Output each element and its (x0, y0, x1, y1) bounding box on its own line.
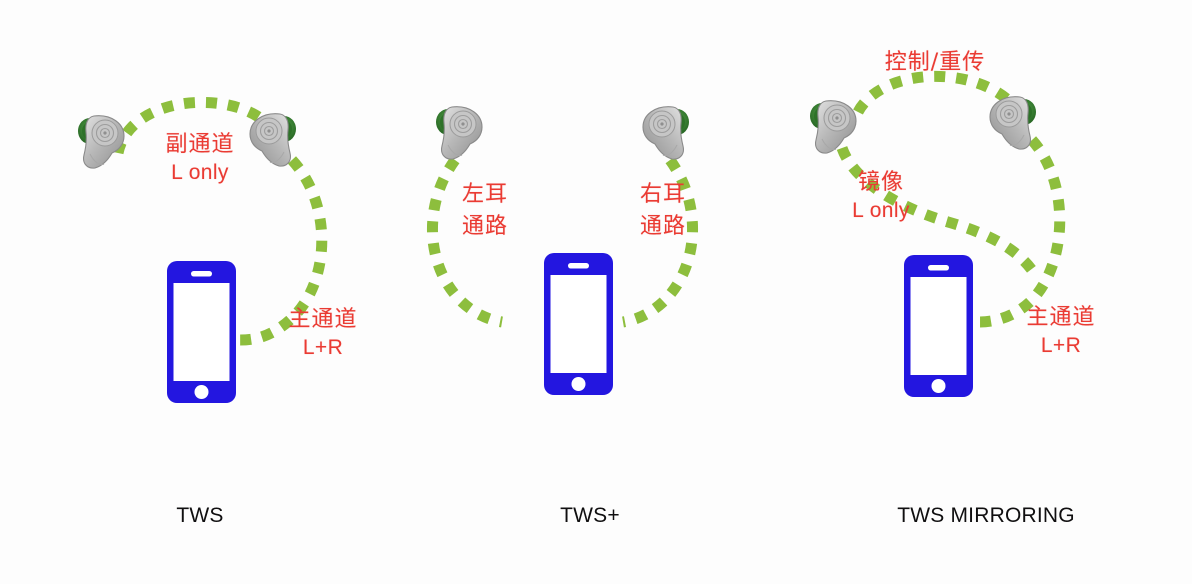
panel-twsplus-caption: TWS+ (560, 504, 620, 527)
mirror-main-channel-label-cn: 主通道 (1026, 305, 1096, 330)
earbud-left-icon (436, 106, 483, 160)
sub-channel-label: 副通道 L only (145, 132, 255, 186)
panel-tws: 副通道 L only 主通道 L+R TWS (0, 0, 400, 584)
panel-twsplus-graphics (426, 106, 699, 395)
right-ear-path-link (621, 156, 699, 328)
left-ear-path-link (426, 156, 504, 328)
earbud-left-icon (810, 100, 857, 154)
main-channel-link (979, 136, 1066, 328)
smartphone-icon (544, 253, 613, 395)
earbud-right-icon (249, 113, 296, 167)
left-ear-path-label-cn2: 通路 (461, 213, 508, 239)
mirror-main-channel-label-en: L+R (1040, 333, 1082, 357)
sub-channel-link (112, 96, 269, 155)
main-channel-label: 主通道 L+R (268, 307, 378, 361)
right-ear-path-label-cn: 右耳 (639, 182, 686, 207)
left-ear-path-label: 左耳 通路 (430, 182, 540, 240)
panel-mirror: 控制/重传 镜像 L only 主通道 L+R TWS MIRRORING (780, 0, 1192, 584)
right-ear-path-label: 右耳 通路 (608, 182, 718, 240)
panel-tws-caption: TWS (176, 504, 224, 527)
sub-channel-label-cn: 副通道 (165, 132, 235, 157)
main-channel-label-cn: 主通道 (288, 307, 358, 332)
earbud-right-icon (642, 106, 689, 160)
smartphone-icon (904, 255, 973, 397)
mirroring-link (836, 145, 1041, 280)
panel-mirror-caption: TWS MIRRORING (897, 504, 1075, 527)
panel-twsplus: 左耳 通路 右耳 通路 TWS+ (400, 0, 780, 584)
mirroring-label-en: L only (852, 198, 910, 222)
mirroring-label: 镜像 L only (826, 170, 936, 224)
main-channel-label-en: L+R (302, 335, 344, 359)
earbud-right-icon (989, 96, 1036, 150)
mirror-main-channel-label: 主通道 L+R (1006, 305, 1116, 359)
left-ear-path-label-cn: 左耳 (461, 182, 508, 207)
panel-tws-graphics (78, 96, 328, 403)
panel-mirror-graphics (810, 70, 1066, 397)
right-ear-path-label-cn2: 通路 (639, 213, 686, 239)
control-retransmit-label: 控制/重传 (855, 50, 1015, 76)
mirroring-label-cn: 镜像 (857, 170, 904, 195)
smartphone-icon (167, 261, 236, 403)
control-retransmit-link (853, 70, 1012, 115)
earbud-left-icon (78, 115, 125, 169)
sub-channel-label-en: L only (171, 160, 229, 184)
control-retransmit-label-cn: 控制/重传 (884, 50, 986, 75)
